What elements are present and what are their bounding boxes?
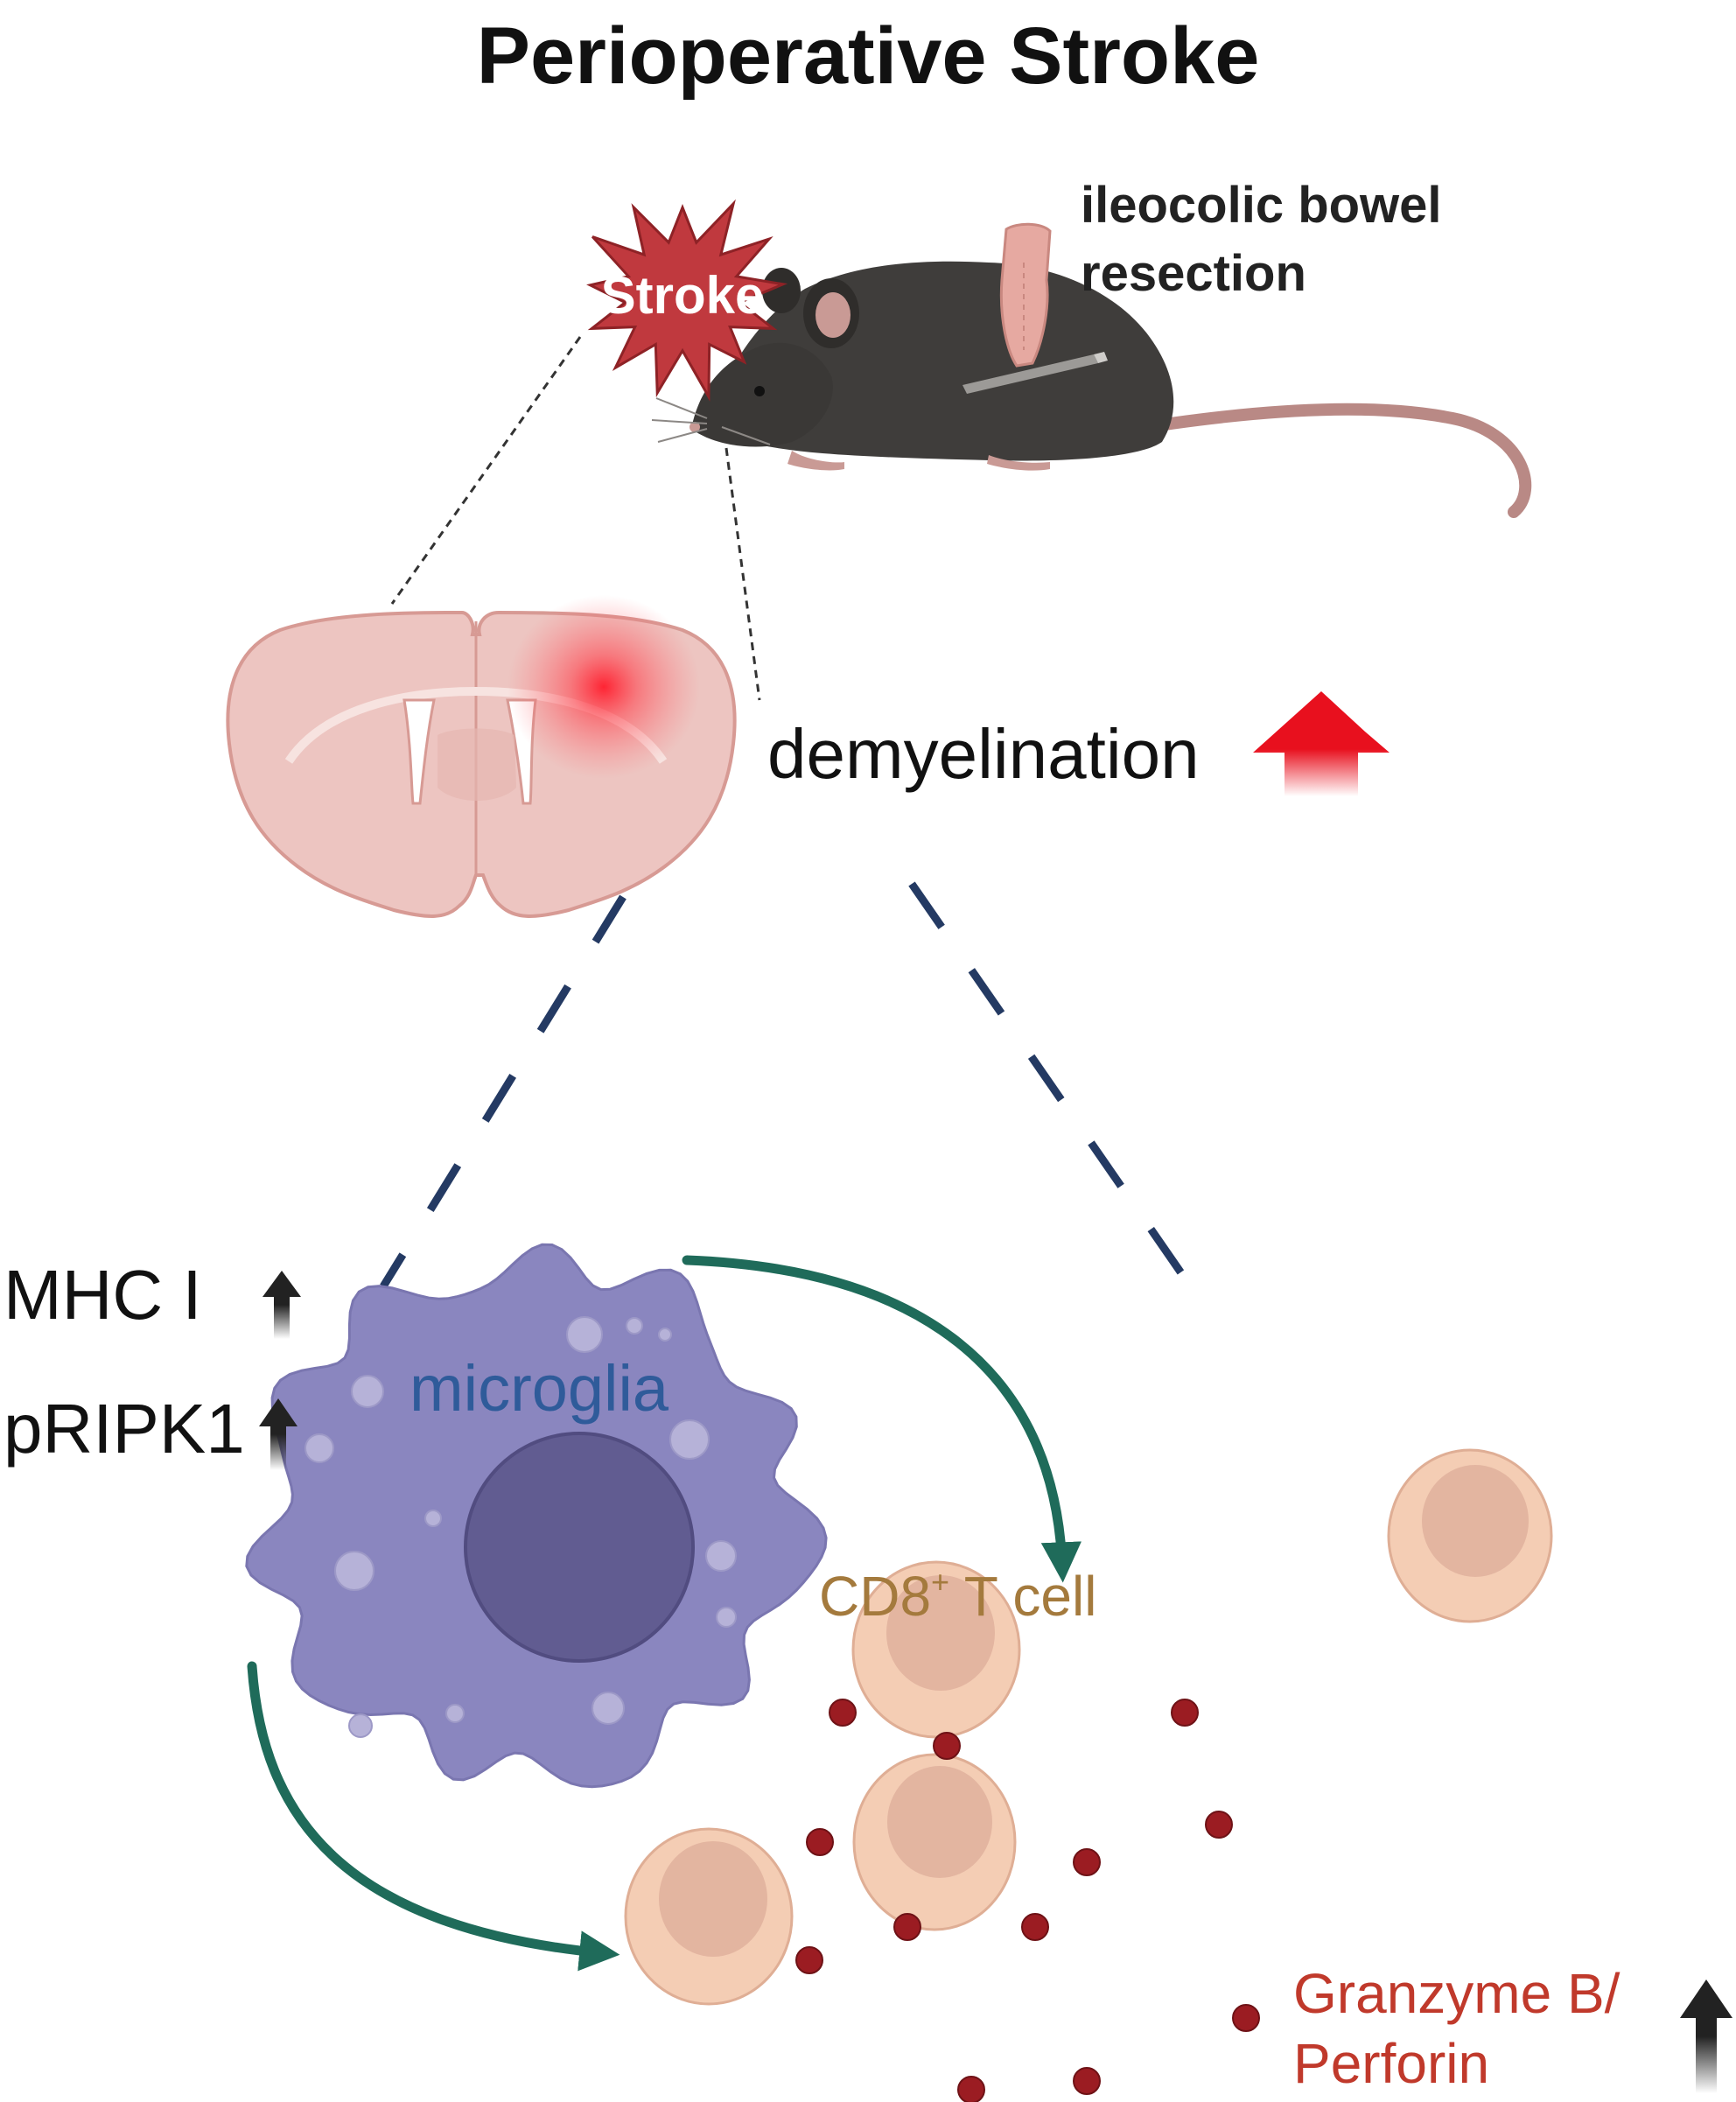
scalpel-icon [962,352,1108,394]
mouse-front-paw [788,451,844,471]
mouse-illustration [651,222,1532,518]
granzyme-line-2: Perforin [1293,2032,1490,2095]
demyelination-label: demyelination [767,715,1200,793]
tcell-label-rest: T cell [949,1565,1097,1628]
mouse-whiskers [651,397,771,445]
t-cell-top-right [1387,1448,1553,1623]
brain-coronal-section [226,595,737,918]
left-ventricle [402,698,436,805]
t-cell-lower-left [624,1827,794,2006]
t-cell-center [851,1560,1021,1739]
thalamus-region [438,728,516,801]
procedure-line-1: ileocolic bowel [1081,177,1442,234]
figure-title: Perioperative Stroke [476,11,1260,101]
granzyme-granules [795,1699,1260,2102]
granzyme-label: Granzyme B/ Perforin [1293,1958,1620,2098]
pripk1-label: pRIPK1 [4,1390,245,1468]
arrow-microglia-to-tcell [682,1255,1082,1583]
mhc-label: MHC I [4,1256,202,1334]
t-cell-middle [852,1753,1017,1931]
microglia-cell [245,1243,828,1789]
zoom-connectors-top [390,336,761,701]
procedure-line-2: resection [1081,245,1306,302]
stroke-label: Stroke [601,266,765,325]
arrow-microglia-to-tcells-lower [247,1661,620,1972]
mouse-hind-paw [987,455,1050,471]
microglia-label: microglia [410,1352,669,1425]
pathway-arrows [247,1255,1082,1972]
tcell-label-sup: + [931,1564,950,1600]
granzyme-increase-arrow [1680,1979,1732,2093]
increase-arrows [259,1271,1732,2093]
granzyme-line-1: Granzyme B/ [1293,1962,1620,2025]
t-cells [624,1448,1553,2006]
mouse-ear-back [762,268,801,313]
procedure-label: ileocolic bowel resection [1081,172,1442,308]
tcell-label: CD8+ T cell [819,1564,1096,1625]
pripk1-increase-arrow [259,1398,298,1470]
mouse-tail [1118,403,1532,518]
zoom-lines [380,881,1189,1289]
mouse-ear-inner [816,292,850,338]
mhc-increase-arrow [262,1271,301,1339]
demyelination-increase-arrow [1253,691,1390,796]
microglia-nucleus [464,1432,695,1663]
mouse-nose [690,422,700,432]
stroke-lesion [508,595,700,779]
mouse-eye [754,386,765,396]
stroke-star-shape [586,199,788,402]
microglia-vesicles [304,1316,737,1738]
stroke-burst: Stroke [586,199,788,402]
tcell-label-main: CD8 [819,1565,932,1628]
bowel-segment [999,222,1052,368]
